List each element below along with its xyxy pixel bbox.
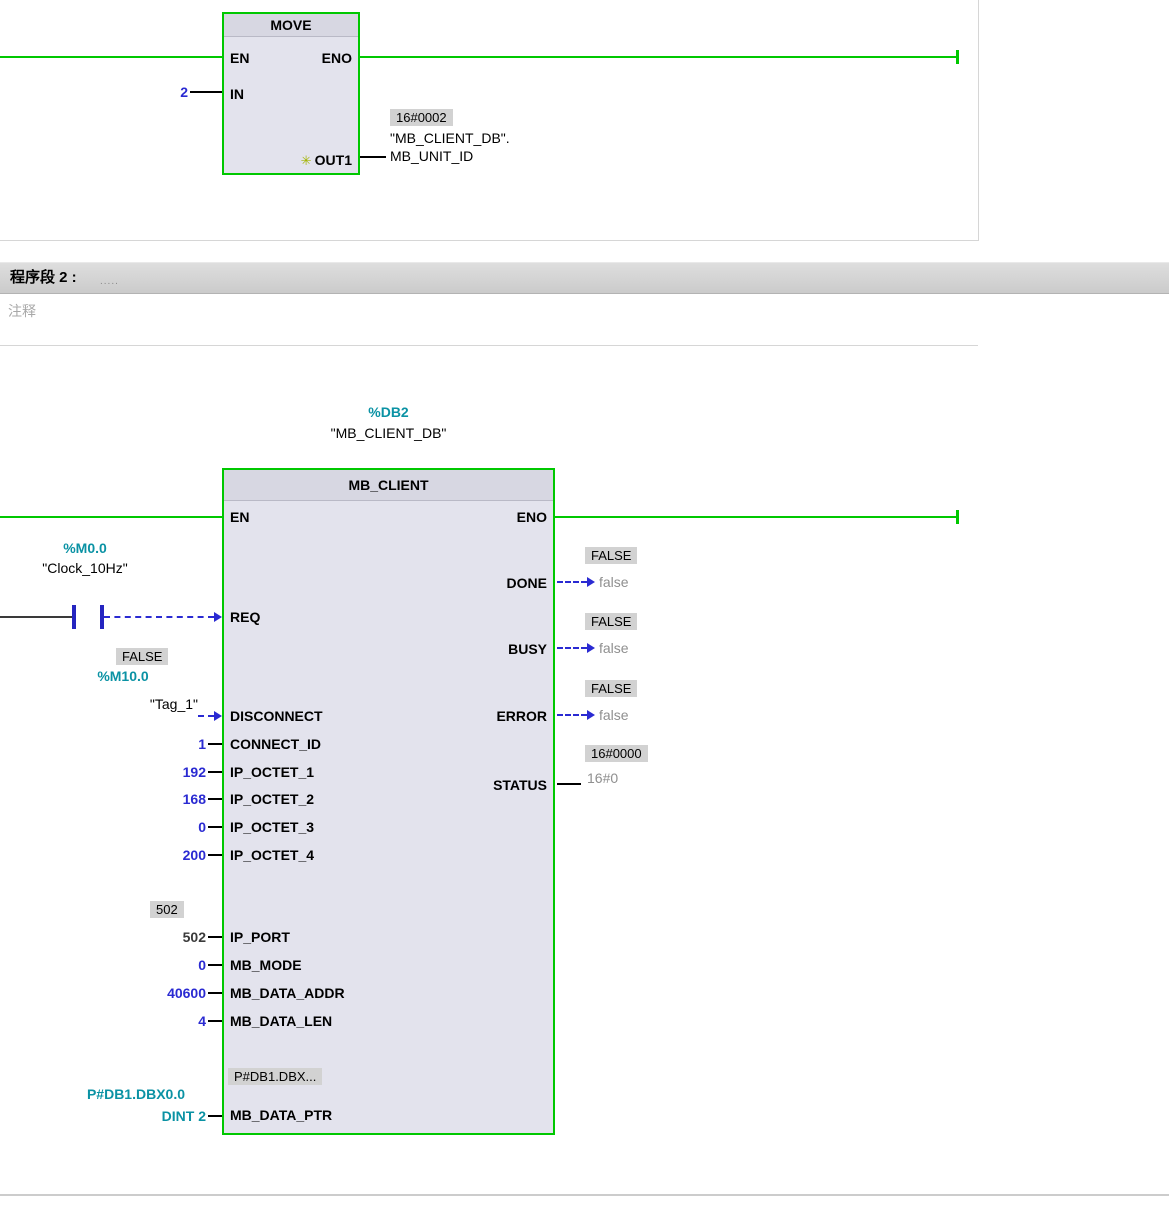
ip-octet-4-value[interactable]: 200	[182, 847, 206, 863]
done-flow-arrow-icon	[587, 577, 595, 587]
ip-octet-1-value[interactable]: 192	[182, 764, 206, 780]
connect-id-connector	[208, 743, 222, 745]
req-contact-address[interactable]: %M0.0	[63, 540, 107, 556]
net2-wire-right	[555, 516, 958, 518]
mb-data-ptr-value-line2[interactable]: DINT 2	[161, 1108, 206, 1124]
mb-pin-en: EN	[230, 509, 250, 525]
move-pin-eno: ENO	[321, 50, 352, 66]
contact-bar-left	[72, 605, 76, 629]
mb-data-len-connector	[208, 1020, 222, 1022]
mb-data-len-value[interactable]: 4	[198, 1013, 206, 1029]
error-wire-dashed	[557, 714, 587, 716]
ip-octet-3-connector	[208, 826, 222, 828]
mb-pin-ip-port: IP_PORT	[230, 929, 290, 945]
mb-data-ptr-monitor-value: P#DB1.DBX...	[228, 1068, 323, 1085]
mb-client-block[interactable]: MB_CLIENT EN ENO REQ DISCONNECT CONNECT_…	[222, 468, 555, 1135]
ip-port-monitor-value: 502	[150, 901, 184, 918]
busy-monitor-value: FALSE	[585, 613, 638, 630]
network2-title-dots: .....	[100, 276, 119, 287]
done-monitor-value: FALSE	[585, 547, 638, 564]
db-instance-name[interactable]: "MB_CLIENT_DB"	[330, 425, 447, 441]
status-monitor-value: 16#0000	[585, 745, 648, 762]
mb-pin-req: REQ	[230, 609, 261, 625]
mb-pin-ip-octet-3: IP_OCTET_3	[230, 819, 315, 835]
done-wire-dashed	[557, 581, 587, 583]
req-flow-arrow-icon	[214, 612, 222, 622]
disconnect-tag[interactable]: "Tag_1"	[149, 696, 198, 712]
net1-wire-left	[0, 56, 222, 58]
busy-wire-dashed	[557, 647, 587, 649]
req-contact-tag[interactable]: "Clock_10Hz"	[42, 560, 128, 576]
mb-pin-mb-data-len: MB_DATA_LEN	[230, 1013, 333, 1029]
disconnect-monitor-value: FALSE	[116, 648, 169, 665]
status-value: 16#0	[587, 770, 619, 786]
net2-branch-end	[956, 510, 959, 524]
network1-panel	[0, 0, 979, 241]
net1-branch-end	[956, 50, 959, 64]
status-connector	[557, 783, 581, 785]
mb-data-ptr-connector	[208, 1115, 222, 1117]
busy-flow-arrow-icon	[587, 643, 595, 653]
mb-pin-mb-mode: MB_MODE	[230, 957, 302, 973]
disconnect-address[interactable]: %M10.0	[97, 668, 149, 684]
ip-octet-1-connector	[208, 771, 222, 773]
network2-header[interactable]: 程序段 2 : .....	[0, 262, 1169, 294]
net1-wire-right	[360, 56, 958, 58]
mb-pin-ip-octet-2: IP_OCTET_2	[230, 791, 315, 807]
ip-octet-3-value[interactable]: 0	[198, 819, 206, 835]
mb-data-ptr-value-line1[interactable]: P#DB1.DBX0.0	[86, 1086, 185, 1102]
ip-port-connector	[208, 936, 222, 938]
disconnect-flow-arrow-icon	[214, 711, 222, 721]
network2-comment[interactable]: 注释	[8, 303, 36, 319]
mb-pin-eno: ENO	[516, 509, 547, 525]
mb-pin-busy: BUSY	[508, 641, 547, 657]
mb-pin-done: DONE	[506, 575, 547, 591]
ip-port-value[interactable]: 502	[182, 929, 206, 945]
mb-pin-error: ERROR	[496, 708, 547, 724]
comment-divider	[0, 345, 978, 346]
req-wire-dashed	[104, 616, 214, 618]
ip-octet-2-connector	[208, 798, 222, 800]
move-in-value[interactable]: 2	[180, 84, 188, 100]
mb-pin-ip-octet-4: IP_OCTET_4	[230, 847, 315, 863]
connect-id-value[interactable]: 1	[198, 736, 206, 752]
mb-mode-connector	[208, 964, 222, 966]
mb-pin-mb-data-ptr: MB_DATA_PTR	[230, 1107, 333, 1123]
done-value: false	[599, 574, 629, 590]
error-monitor-value: FALSE	[585, 680, 638, 697]
mb-data-addr-value[interactable]: 40600	[167, 985, 206, 1001]
modify-value-star-icon: ✳	[300, 153, 312, 168]
move-out-connector	[360, 156, 386, 158]
mb-pin-disconnect: DISCONNECT	[230, 708, 323, 724]
error-flow-arrow-icon	[587, 710, 595, 720]
req-wire-left	[0, 616, 72, 618]
move-in-connector	[190, 91, 222, 93]
disconnect-wire-dashed	[198, 715, 214, 717]
network-separator	[0, 1194, 1169, 1196]
move-out-monitor-value: 16#0002	[390, 109, 453, 126]
move-pin-in: IN	[230, 86, 244, 102]
contact-bar-right	[100, 605, 104, 629]
net2-wire-left	[0, 516, 222, 518]
busy-value: false	[599, 640, 629, 656]
move-pin-en: EN	[230, 50, 250, 66]
move-block-title: MOVE	[224, 14, 358, 37]
mb-pin-ip-octet-1: IP_OCTET_1	[230, 764, 315, 780]
ip-octet-4-connector	[208, 854, 222, 856]
error-value: false	[599, 707, 629, 723]
move-out-operand-line2[interactable]: MB_UNIT_ID	[390, 148, 474, 164]
move-pin-out1: ✳OUT1	[300, 152, 352, 168]
db-instance-address[interactable]: %DB2	[368, 404, 409, 420]
ip-octet-2-value[interactable]: 168	[182, 791, 206, 807]
mb-client-title: MB_CLIENT	[224, 470, 553, 501]
mb-data-addr-connector	[208, 992, 222, 994]
mb-mode-value[interactable]: 0	[198, 957, 206, 973]
mb-pin-connect-id: CONNECT_ID	[230, 736, 322, 752]
move-out-operand-line1[interactable]: "MB_CLIENT_DB".	[390, 130, 510, 146]
mb-pin-status: STATUS	[493, 777, 547, 793]
network2-title: 程序段 2 :	[10, 269, 77, 286]
move-block[interactable]: MOVE EN ENO IN ✳OUT1	[222, 12, 360, 175]
mb-pin-mb-data-addr: MB_DATA_ADDR	[230, 985, 345, 1001]
